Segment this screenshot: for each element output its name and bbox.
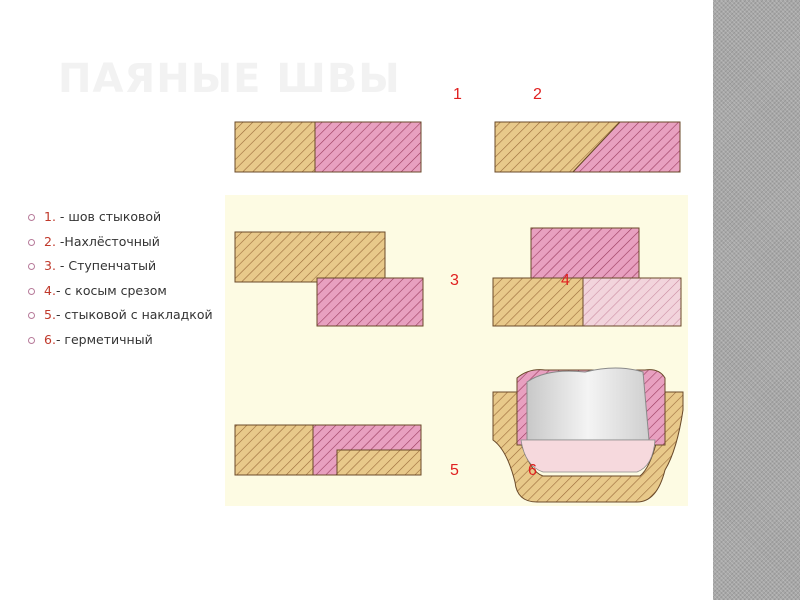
joint-label-4: 4 — [561, 272, 570, 289]
bullet-number: 2. — [44, 233, 56, 249]
joint-2-scarf — [494, 121, 681, 173]
bullet-icon — [28, 238, 35, 246]
joint-1-butt — [234, 121, 422, 173]
joint-5-stepped — [234, 424, 422, 476]
bullet-number: 4. — [44, 282, 56, 298]
joint-4-cover-plate-part — [530, 227, 640, 279]
bullet-item: 2. -Нахлёсточный — [28, 230, 228, 255]
joint-label-3: 3 — [450, 272, 459, 289]
bullet-icon — [28, 214, 35, 221]
bullet-text: - стыковой с накладкой — [55, 307, 213, 322]
joint-6-hermetic — [492, 367, 684, 503]
joint-6-fillet-part — [520, 439, 656, 473]
bullet-item: 4.- с косым срезом — [28, 279, 228, 304]
bullet-icon — [28, 312, 35, 319]
bullet-text: -Нахлёсточный — [55, 233, 160, 249]
bullet-number: 1. — [44, 209, 56, 224]
bullet-item: 6.- герметичный — [28, 328, 228, 353]
solder-joints-figure: 1 2 3 4 5 6 — [225, 86, 688, 506]
joint-1-tan-part — [234, 121, 316, 173]
bullet-list: 1. - шов стыковой 2. -Нахлёсточный 3. - … — [28, 205, 228, 352]
joint-4-light-part — [582, 277, 682, 327]
bullet-item: 5.- стыковой с накладкой — [28, 303, 228, 328]
joint-4-tan-part — [492, 277, 584, 327]
joint-diagram — [225, 121, 688, 506]
bullet-number: 6. — [44, 331, 56, 347]
joint-label-2: 2 — [533, 86, 542, 103]
joint-label-5: 5 — [450, 462, 459, 479]
bullet-icon — [28, 263, 35, 270]
bullet-text: - шов стыковой — [55, 209, 162, 224]
joint-3-pink-part — [316, 277, 424, 327]
joint-1-pink-part — [314, 121, 422, 173]
bullet-text: - герметичный — [55, 331, 153, 347]
bullet-item: 3. - Ступенчатый — [28, 254, 228, 279]
bullet-icon — [28, 287, 35, 295]
joint-3-lap — [234, 231, 424, 327]
joint-3-tan-part — [234, 231, 386, 283]
bullet-item: 1. - шов стыковой — [28, 205, 228, 230]
bullet-number: 3. — [44, 258, 56, 273]
bullet-text: - с косым срезом — [55, 282, 167, 298]
joint-2-pink-part — [571, 121, 681, 173]
bullet-text: - Ступенчатый — [55, 258, 157, 273]
joint-6-insert-part — [526, 367, 650, 441]
joint-4-cover-plate — [492, 227, 682, 327]
joint-5-pink-part — [312, 424, 422, 476]
slide-title: ПАЯНЫЕ ШВЫ — [58, 56, 401, 102]
joint-label-6: 6 — [528, 462, 537, 479]
bullet-icon — [28, 336, 35, 344]
bullet-number: 5. — [44, 307, 56, 322]
decorative-side-stripe — [713, 0, 800, 600]
joint-label-1: 1 — [453, 86, 462, 103]
